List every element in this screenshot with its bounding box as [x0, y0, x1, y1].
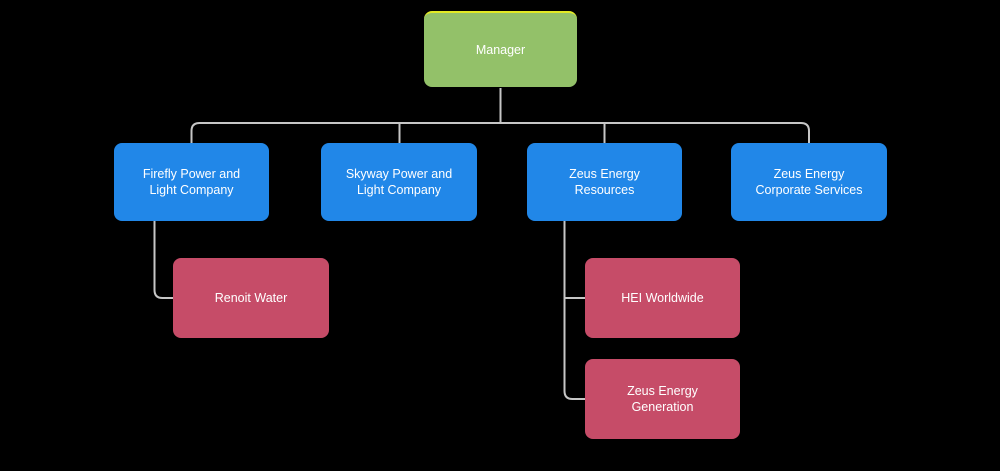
connector-firefly-to-renoit — [153, 221, 173, 299]
node-label: Renoit Water — [214, 290, 288, 305]
connector-zeus-to-generation — [563, 298, 585, 400]
node-label: HEI Worldwide — [621, 290, 704, 305]
connector-level1-bus — [190, 122, 810, 143]
node-zeus-energy-generation[interactable]: Zeus Energy Generation — [585, 359, 740, 439]
node-skyway-power-and-light[interactable]: Skyway Power and Light Company — [321, 143, 477, 221]
node-label: Zeus Energy Resources — [569, 166, 640, 197]
node-renoit-water[interactable]: Renoit Water — [173, 258, 329, 338]
node-label: Zeus Energy Generation — [627, 383, 698, 414]
node-label: Firefly Power and Light Company — [142, 166, 241, 197]
node-label: Skyway Power and Light Company — [345, 166, 453, 197]
node-firefly-power-and-light[interactable]: Firefly Power and Light Company — [114, 143, 269, 221]
connector-zeus-to-hei — [563, 221, 585, 299]
node-zeus-energy-resources[interactable]: Zeus Energy Resources — [527, 143, 682, 221]
node-label: Manager — [475, 42, 526, 57]
node-hei-worldwide[interactable]: HEI Worldwide — [585, 258, 740, 338]
node-manager[interactable]: Manager — [424, 11, 577, 87]
node-zeus-energy-corporate-services[interactable]: Zeus Energy Corporate Services — [731, 143, 887, 221]
node-label: Zeus Energy Corporate Services — [755, 166, 863, 197]
